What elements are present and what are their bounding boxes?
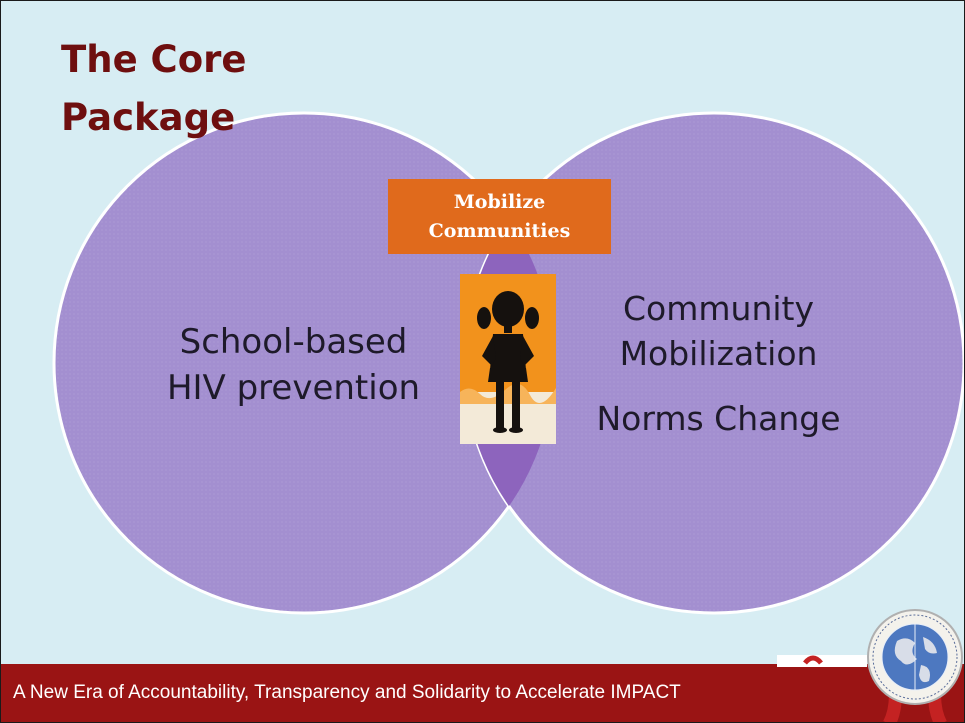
left-circle-label: School-based HIV prevention: [156, 319, 431, 411]
pepfar-seal-logo: [777, 609, 963, 722]
title-line-2: Package: [61, 96, 236, 139]
overlap-label-box: Mobilize Communities: [388, 179, 611, 254]
footer-text: A New Era of Accountability, Transparenc…: [13, 682, 681, 703]
girl-silhouette-icon: [460, 274, 556, 444]
footer-bar: A New Era of Accountability, Transparenc…: [1, 664, 964, 722]
title-line-1: The Core: [61, 38, 247, 81]
overlap-label-line-2: Communities: [428, 220, 571, 242]
right-label-line-1: Community: [623, 289, 814, 328]
left-label-line-2: HIV prevention: [166, 368, 421, 408]
slide-title: The Core Package: [61, 31, 321, 147]
left-label-line-1: School-based: [179, 322, 408, 362]
right-label-line-2: Mobilization: [619, 334, 818, 373]
overlap-label-line-1: Mobilize: [453, 191, 546, 213]
right-label-line-3: Norms Change: [596, 399, 841, 438]
